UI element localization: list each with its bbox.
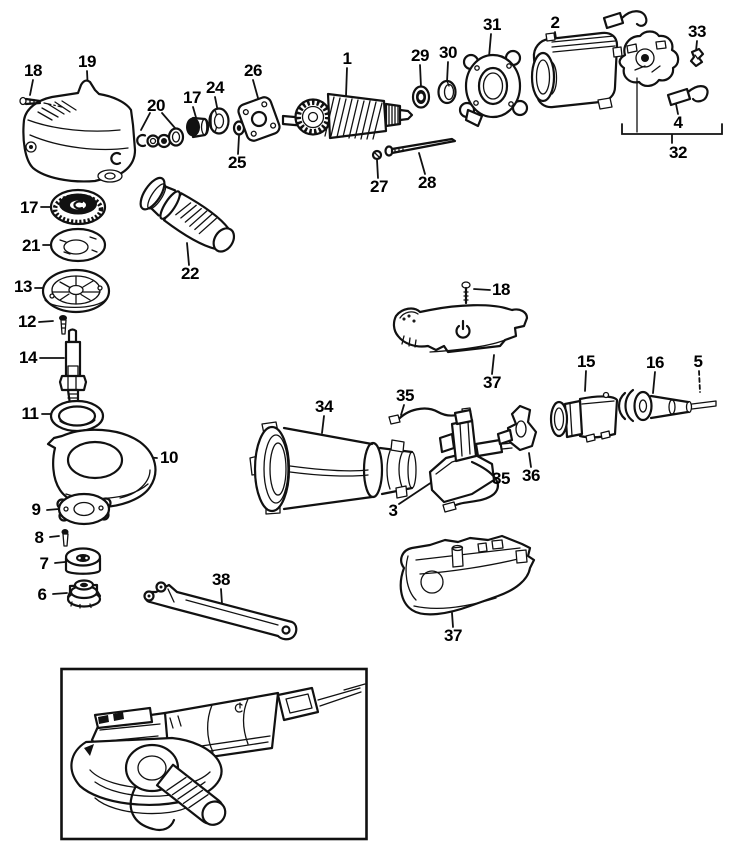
part-number-24: 24 <box>206 78 224 97</box>
screw-18-top <box>19 96 63 108</box>
spacer-24 <box>208 107 230 135</box>
screw-12 <box>59 315 67 335</box>
motor-housing-34 <box>249 421 417 515</box>
switch-15 <box>549 391 619 443</box>
part-number-35: 35 <box>492 469 510 488</box>
housing-cover-top-37 <box>392 304 529 354</box>
part-number-32: 32 <box>669 143 687 162</box>
part-number-37: 37 <box>483 373 501 392</box>
part-number-7: 7 <box>39 554 49 573</box>
carbon-brush-top <box>602 10 648 30</box>
nut-27 <box>371 149 383 161</box>
power-symbol-icon <box>455 319 471 339</box>
power-cord-5 <box>691 400 717 410</box>
part-number-17: 17 <box>20 198 38 217</box>
bearing-17-top <box>186 116 210 139</box>
part-number-18: 18 <box>492 280 510 299</box>
part-number-34: 34 <box>315 397 333 416</box>
part-number-4: 4 <box>673 113 683 132</box>
terminal-clip-33 <box>689 47 705 68</box>
part-number-37: 37 <box>444 626 462 645</box>
part-number-21: 21 <box>22 236 40 255</box>
field-coil-2 <box>530 31 623 110</box>
washer-21 <box>49 227 107 263</box>
spindle-14 <box>58 328 88 409</box>
part-number-36: 36 <box>522 466 540 485</box>
part-number-25: 25 <box>228 153 246 172</box>
side-handle-22 <box>139 176 236 253</box>
screw-18-middle <box>461 281 471 316</box>
gear-housing <box>22 79 137 183</box>
power-symbol-icon <box>234 702 243 713</box>
part-number-16: 16 <box>646 353 664 372</box>
part-number-2: 2 <box>550 13 560 32</box>
part-number-27: 27 <box>370 177 388 196</box>
cord-protector-16 <box>617 388 693 423</box>
part-number-35: 35 <box>396 386 414 405</box>
assembled-view <box>60 667 368 841</box>
part-number-1: 1 <box>342 49 352 68</box>
inner-flange-9 <box>56 492 112 526</box>
ring-30 <box>437 79 457 105</box>
baffle-plate-31 <box>458 49 529 128</box>
retaining-rings-20 <box>136 127 185 149</box>
part-number-15: 15 <box>577 352 595 371</box>
part-number-5: 5 <box>693 352 703 371</box>
part-number-33: 33 <box>688 22 706 41</box>
part-number-20: 20 <box>147 96 165 115</box>
clamp-nut-6 <box>66 579 102 609</box>
part-number-13: 13 <box>14 277 32 296</box>
carbon-brush-4 <box>666 85 709 107</box>
part-number-11: 11 <box>21 404 39 423</box>
brush-endcap-assembly <box>618 30 680 133</box>
spanner-wrench-38 <box>143 581 298 641</box>
part-number-14: 14 <box>19 348 37 367</box>
outer-flange-7 <box>64 547 102 575</box>
bolt-28 <box>384 137 457 157</box>
screw-8 <box>61 529 69 547</box>
part-number-10: 10 <box>160 448 178 467</box>
part-number-28: 28 <box>418 173 436 192</box>
part-number-29: 29 <box>411 46 429 65</box>
housing-cover-bottom-37 <box>399 534 536 616</box>
part-number-38: 38 <box>212 570 230 589</box>
part-number-9: 9 <box>31 500 41 519</box>
part-number-18: 18 <box>24 61 42 80</box>
armature-1 <box>281 92 414 140</box>
bevel-gear-17 <box>49 188 107 226</box>
part-number-8: 8 <box>34 528 44 547</box>
part-number-26: 26 <box>244 61 262 80</box>
lead-wire-35-lower <box>442 460 499 513</box>
bearing-29 <box>411 85 431 109</box>
part-number-3: 3 <box>388 501 398 520</box>
bracket-32 <box>621 123 723 144</box>
bearing-plate-26 <box>237 96 281 142</box>
part-number-6: 6 <box>37 585 47 604</box>
part-number-12: 12 <box>18 312 36 331</box>
part-number-19: 19 <box>78 52 96 71</box>
part-number-22: 22 <box>181 264 199 283</box>
part-number-17: 17 <box>183 88 201 107</box>
bracket-36 <box>496 404 538 452</box>
wheel-guard-10 <box>46 428 157 509</box>
part-number-31: 31 <box>483 15 501 34</box>
fan-flange-13 <box>41 268 111 314</box>
part-number-30: 30 <box>439 43 457 62</box>
